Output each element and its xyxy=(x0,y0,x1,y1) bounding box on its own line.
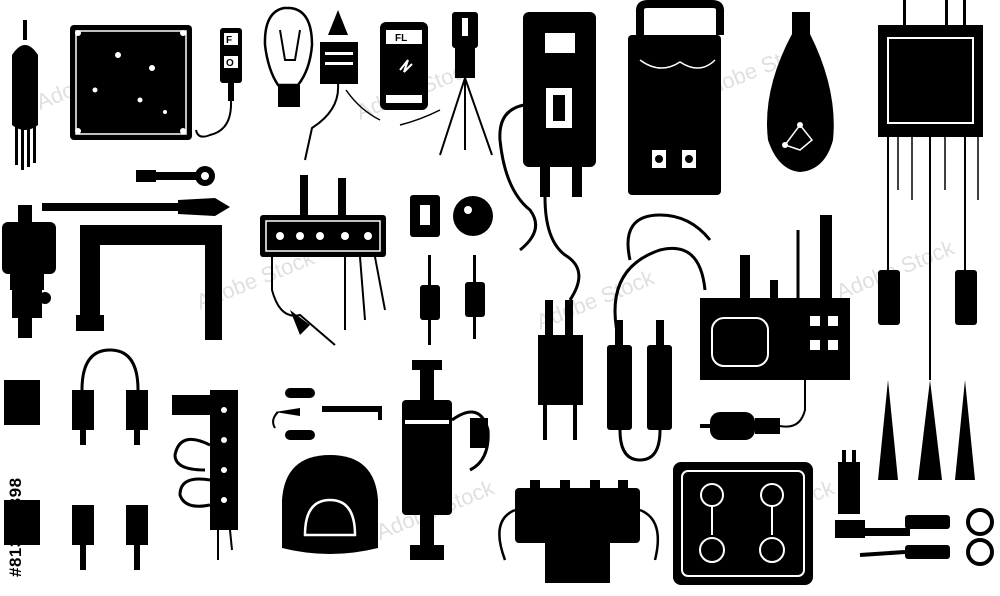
resistor-icon xyxy=(420,255,485,345)
junction-box-icon xyxy=(498,480,660,583)
terminal-strip-icon xyxy=(260,175,386,346)
spark-plug-icon xyxy=(399,12,493,156)
capacitor-icon xyxy=(410,195,493,237)
small-motor-icon xyxy=(700,380,806,440)
soldering-iron-icon xyxy=(42,166,230,216)
probe-leads-icon xyxy=(607,246,707,462)
switch-plate-icon xyxy=(673,462,813,585)
multimeter-icon xyxy=(626,213,850,380)
battery-box-icon xyxy=(628,0,724,195)
ink-pen-icon xyxy=(304,10,381,161)
power-supply-icon xyxy=(498,12,596,301)
plug-fuse-icon: F O xyxy=(195,28,242,138)
syringe-icon xyxy=(402,360,490,560)
stock-id-label: #813296398 xyxy=(6,352,28,587)
terminal-block-icon xyxy=(172,390,238,560)
screwdriver-icon xyxy=(12,20,38,170)
breaker-block-icon xyxy=(2,205,56,338)
circuit-board-icon xyxy=(70,25,192,140)
wire-harness-icon xyxy=(4,348,148,570)
svg-text:F: F xyxy=(226,35,232,46)
helmet-icon xyxy=(282,455,378,554)
transformer-icon xyxy=(878,0,983,480)
meter-device-icon: FL xyxy=(380,22,428,110)
connector-clip-set-icon xyxy=(835,450,994,566)
light-bulb-icon xyxy=(263,6,314,107)
bulb-dark-icon xyxy=(767,12,834,172)
connector-pair-icon xyxy=(538,300,583,440)
stock-id-text: #813296398 xyxy=(6,477,25,577)
svg-text:O: O xyxy=(226,58,234,69)
svg-text:FL: FL xyxy=(395,33,407,44)
clamp-frame-icon xyxy=(76,225,222,340)
cable-clips-icon xyxy=(272,388,382,440)
